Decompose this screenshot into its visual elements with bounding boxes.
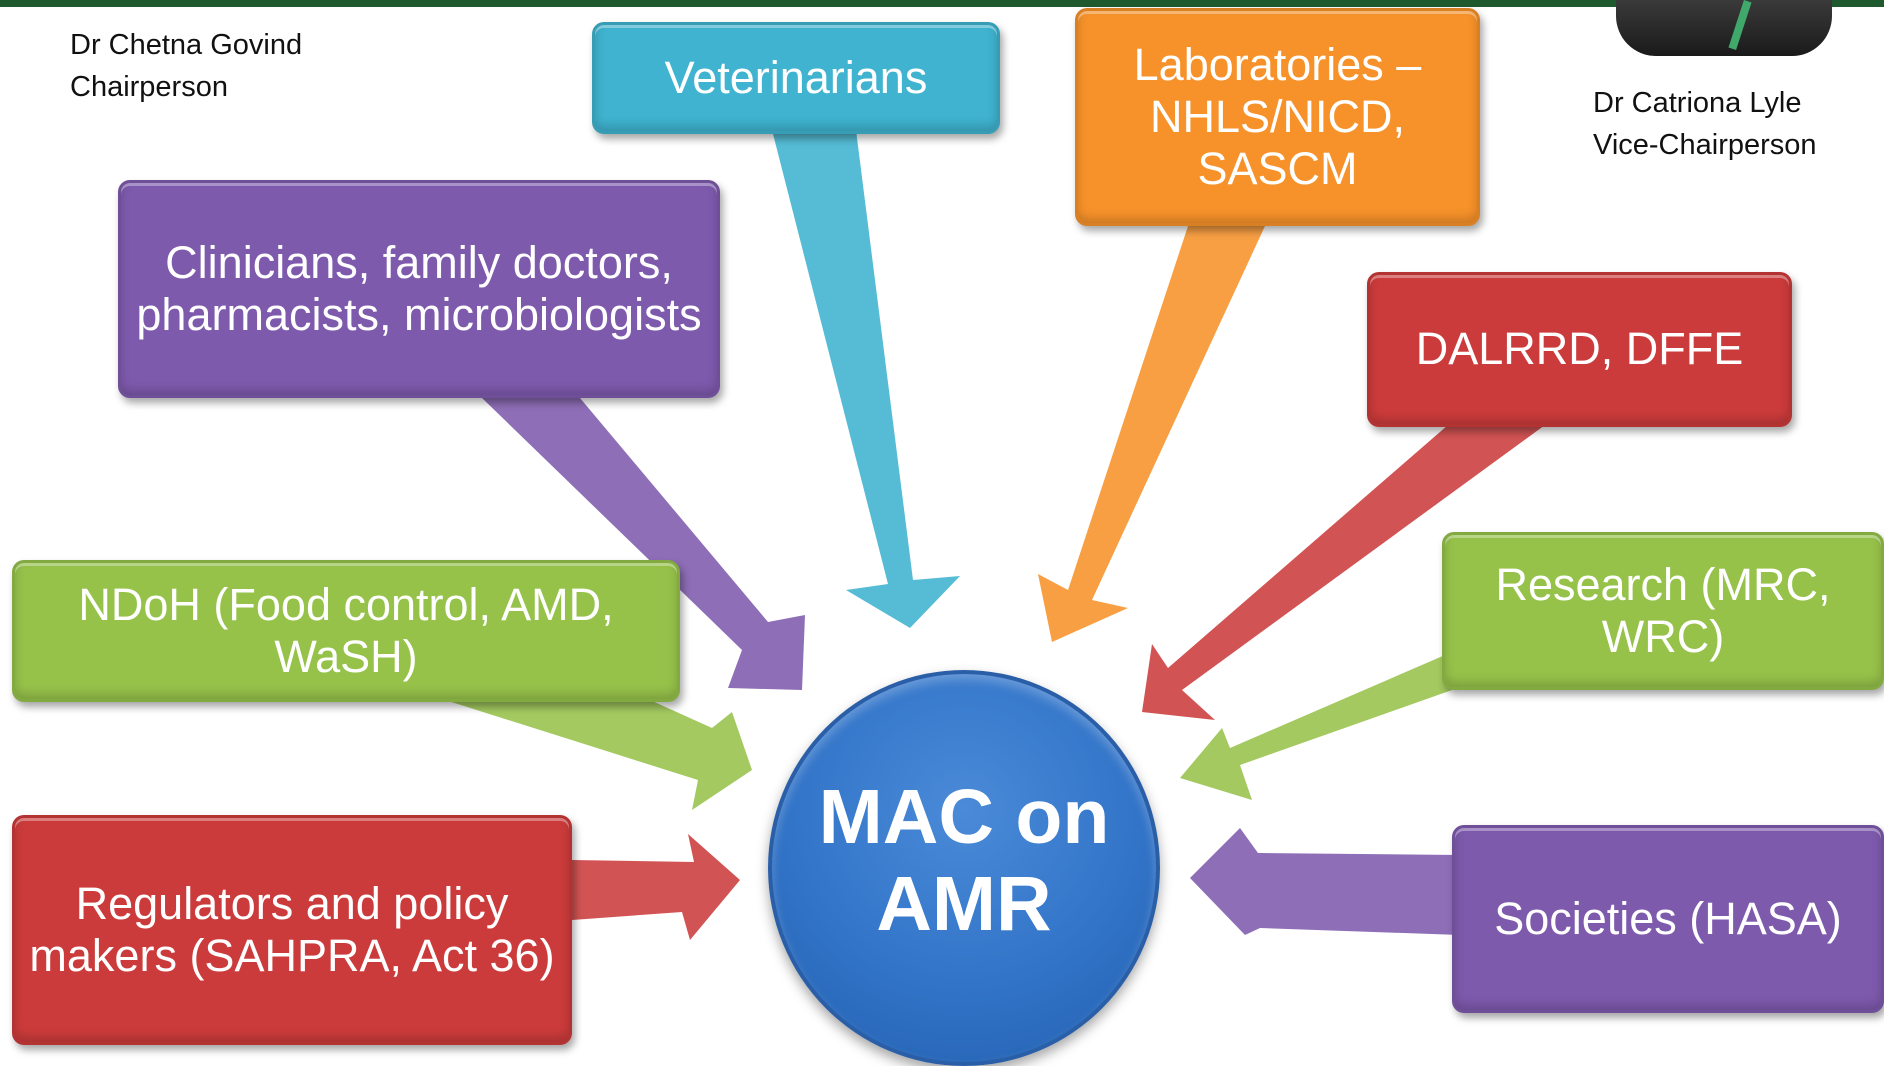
arrow-veterinarians <box>772 130 960 628</box>
box-laboratories: Laboratories – NHLS/NICD, SASCM <box>1075 8 1480 226</box>
arrow-dalrrd <box>1142 425 1545 720</box>
arrow-clinicians <box>482 398 805 690</box>
arrow-regulators <box>572 834 740 940</box>
box-dalrrd-label: DALRRD, DFFE <box>1415 323 1744 375</box>
box-regulators: Regulators and policy makers (SAHPRA, Ac… <box>12 815 572 1045</box>
box-research: Research (MRC, WRC) <box>1442 532 1884 690</box>
top-accent-bar <box>0 0 1884 7</box>
box-veterinarians-label: Veterinarians <box>664 51 928 103</box>
box-regulators-label: Regulators and policy makers (SAHPRA, Ac… <box>29 877 555 981</box>
box-societies-label: Societies (HASA) <box>1494 892 1842 944</box>
vice-chairperson-caption: Dr Catriona Lyle Vice-Chairperson <box>1593 87 1817 162</box>
box-dalrrd: DALRRD, DFFE <box>1367 272 1792 427</box>
arrow-societies <box>1190 828 1460 935</box>
arrow-research <box>1180 652 1452 800</box>
box-ndoh: NDoH (Food control, AMD, WaSH) <box>12 560 680 702</box>
chairperson-caption: Dr Chetna Govind Chairperson <box>70 29 303 104</box>
box-clinicians: Clinicians, family doctors, pharmacists,… <box>118 180 720 398</box>
arrow-laboratories <box>1038 220 1265 642</box>
arrow-ndoh <box>445 700 752 810</box>
box-laboratories-label: Laboratories – NHLS/NICD, SASCM <box>1133 38 1422 195</box>
box-research-label: Research (MRC, WRC) <box>1495 558 1831 662</box>
vice-chair-photo <box>1616 0 1832 56</box>
box-ndoh-label: NDoH (Food control, AMD, WaSH) <box>78 578 614 682</box>
box-clinicians-label: Clinicians, family doctors, pharmacists,… <box>136 236 702 340</box>
center-label: MAC on AMR <box>818 774 1110 947</box>
box-veterinarians: Veterinarians <box>592 22 1000 134</box>
center-circle: MAC on AMR <box>768 670 1160 1066</box>
box-societies: Societies (HASA) <box>1452 825 1884 1013</box>
